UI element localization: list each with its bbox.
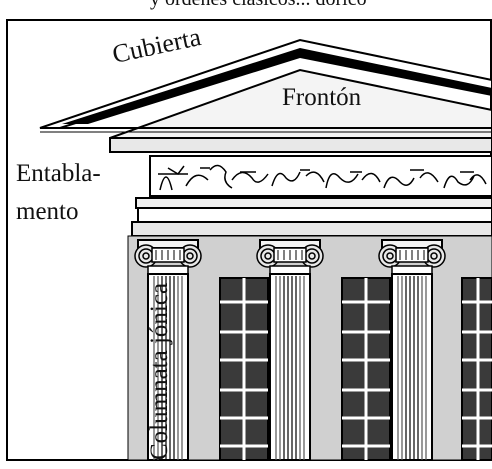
architrave [131,197,492,237]
window-2 [341,277,391,461]
windows [219,277,492,461]
ionic-column [378,239,446,461]
roof [39,38,492,139]
label-entablamento-line1: Entabla- [16,160,101,187]
top-caption-partial: y ordenes clásicos... dórico [150,0,367,11]
architrave-bottom [131,221,492,237]
label-columnata: Columnata jónica [146,282,173,460]
roof-dark-band [62,48,492,124]
cornice [109,137,492,153]
frieze-figures [158,164,487,191]
label-fronton: Frontón [282,84,362,111]
frieze [149,155,492,197]
ionic-column [256,239,324,461]
window-1 [219,277,269,461]
ionic-column [134,239,202,461]
architrave-mid [137,207,492,223]
ionic-columns [134,239,446,461]
label-entablamento-line2: mento [16,198,79,225]
window-3 [461,277,492,461]
architrave-top [135,197,492,209]
